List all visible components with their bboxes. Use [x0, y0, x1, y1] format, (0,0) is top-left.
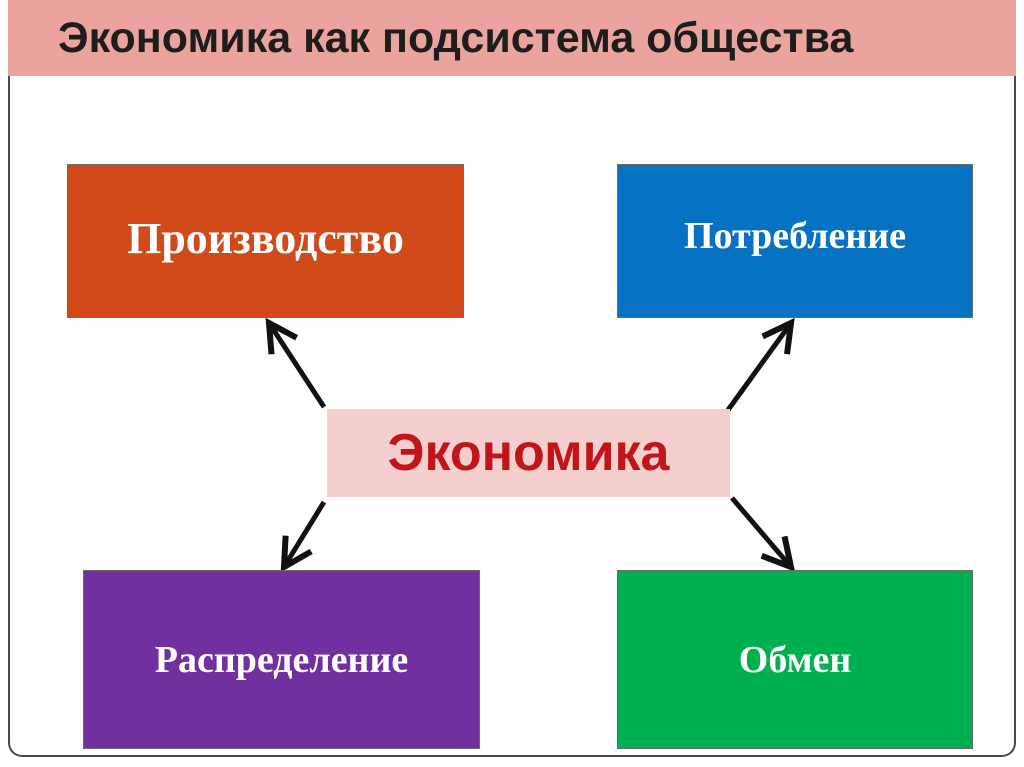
center-node-economy: Экономика	[327, 409, 730, 497]
node-exchange: Обмен	[617, 570, 973, 749]
node-distribution-label: Распределение	[154, 638, 409, 681]
title-bar: Экономика как подсистема общества	[8, 0, 1016, 76]
node-distribution: Распределение	[83, 570, 480, 749]
node-production: Производство	[67, 164, 464, 318]
node-exchange-label: Обмен	[738, 638, 852, 681]
slide-title: Экономика как подсистема общества	[58, 13, 854, 62]
center-node-label: Экономика	[387, 424, 670, 482]
node-production-label: Производство	[127, 213, 404, 263]
node-consumption-label: Потребление	[683, 215, 907, 257]
slide-frame	[8, 0, 1016, 757]
node-consumption: Потребление	[617, 164, 973, 318]
